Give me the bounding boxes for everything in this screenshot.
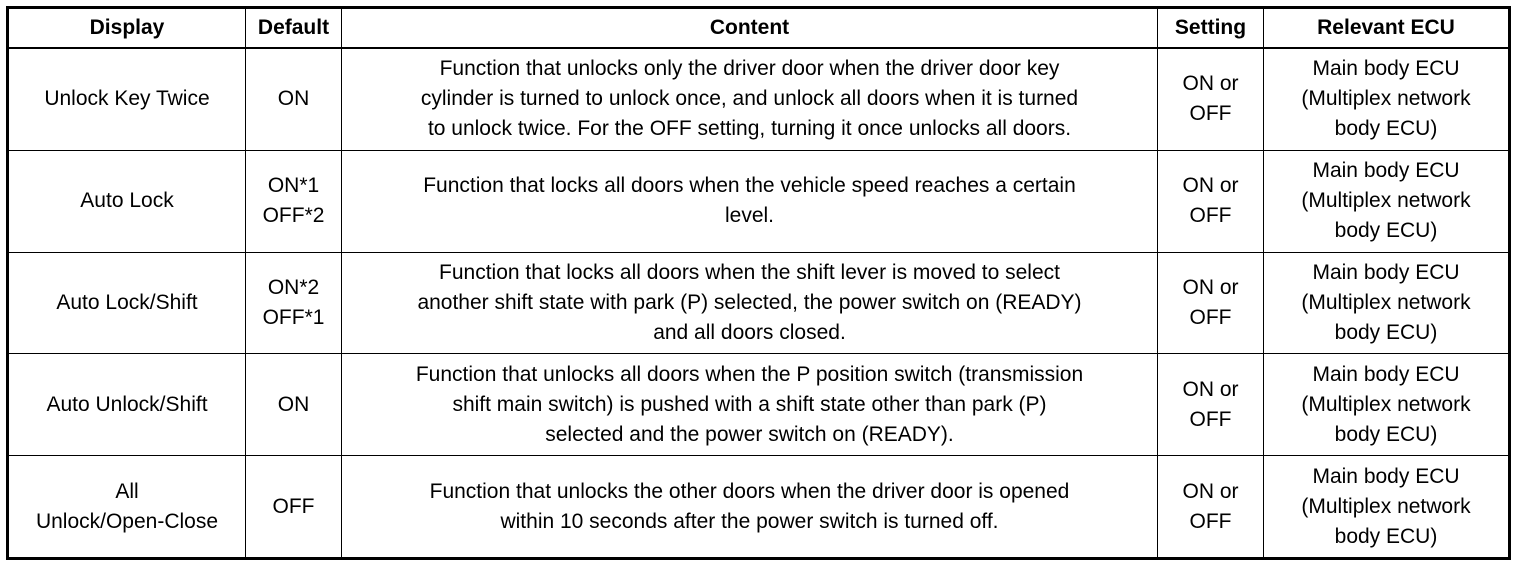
- setting-cell: ON or OFF: [1157, 251, 1264, 355]
- table-row: All Unlock/Open-Close OFF Function that …: [7, 455, 1510, 559]
- default-cell: ON: [245, 47, 342, 151]
- display-cell: Auto Lock/Shift: [7, 251, 246, 355]
- display-cell: Unlock Key Twice: [7, 47, 246, 151]
- default-cell: OFF: [245, 455, 342, 559]
- setting-cell: ON or OFF: [1157, 353, 1264, 457]
- header-relevant-ecu: Relevant ECU: [1263, 7, 1510, 49]
- table-row: Auto Lock ON*1 OFF*2 Function that locks…: [7, 149, 1510, 253]
- table-header-row: Display Default Content Setting Relevant…: [7, 7, 1510, 49]
- ecu-cell: Main body ECU (Multiplex network body EC…: [1263, 47, 1510, 151]
- table-row: Auto Unlock/Shift ON Function that unloc…: [7, 353, 1510, 457]
- table-row: Unlock Key Twice ON Function that unlock…: [7, 47, 1510, 151]
- header-setting: Setting: [1157, 7, 1264, 49]
- default-cell: ON*1 OFF*2: [245, 149, 342, 253]
- ecu-cell: Main body ECU (Multiplex network body EC…: [1263, 455, 1510, 559]
- header-display: Display: [7, 7, 246, 49]
- table-row: Auto Lock/Shift ON*2 OFF*1 Function that…: [7, 251, 1510, 355]
- display-cell: Auto Unlock/Shift: [7, 353, 246, 457]
- ecu-cell: Main body ECU (Multiplex network body EC…: [1263, 251, 1510, 355]
- customize-settings-table: Display Default Content Setting Relevant…: [6, 6, 1511, 560]
- content-cell: Function that unlocks only the driver do…: [341, 47, 1158, 151]
- header-default: Default: [245, 7, 342, 49]
- ecu-cell: Main body ECU (Multiplex network body EC…: [1263, 149, 1510, 253]
- content-cell: Function that locks all doors when the s…: [341, 251, 1158, 355]
- ecu-cell: Main body ECU (Multiplex network body EC…: [1263, 353, 1510, 457]
- setting-cell: ON or OFF: [1157, 455, 1264, 559]
- setting-cell: ON or OFF: [1157, 47, 1264, 151]
- content-cell: Function that locks all doors when the v…: [341, 149, 1158, 253]
- default-cell: ON*2 OFF*1: [245, 251, 342, 355]
- display-cell: Auto Lock: [7, 149, 246, 253]
- content-cell: Function that unlocks the other doors wh…: [341, 455, 1158, 559]
- header-content: Content: [341, 7, 1158, 49]
- display-cell: All Unlock/Open-Close: [7, 455, 246, 559]
- content-cell: Function that unlocks all doors when the…: [341, 353, 1158, 457]
- default-cell: ON: [245, 353, 342, 457]
- setting-cell: ON or OFF: [1157, 149, 1264, 253]
